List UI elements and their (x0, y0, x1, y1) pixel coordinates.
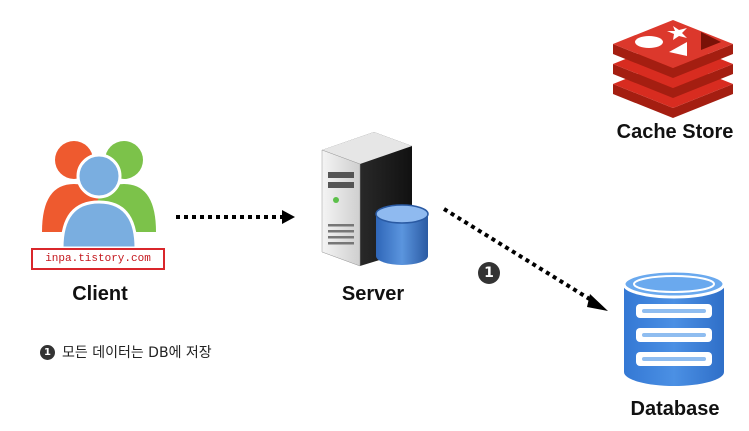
note-text: 모든 데이터는 DB에 저장 (62, 345, 212, 361)
server-icon (321, 132, 429, 267)
database-label: Database (630, 398, 720, 420)
arrow-server-database (442, 207, 608, 311)
cache-store-label: Cache Store (616, 121, 734, 143)
step-badge: 1 (478, 262, 500, 284)
database-icon (622, 269, 726, 386)
note: 1 모든 데이터는 DB에 저장 (40, 342, 212, 362)
server-label: Server (341, 283, 405, 305)
users-icon (42, 141, 156, 250)
client-label: Client (72, 283, 128, 305)
note-badge: 1 (40, 344, 55, 360)
cache-store-icon (613, 20, 733, 118)
arrow-client-server (176, 210, 295, 224)
watermark-box: inpa.tistory.com (31, 248, 165, 270)
